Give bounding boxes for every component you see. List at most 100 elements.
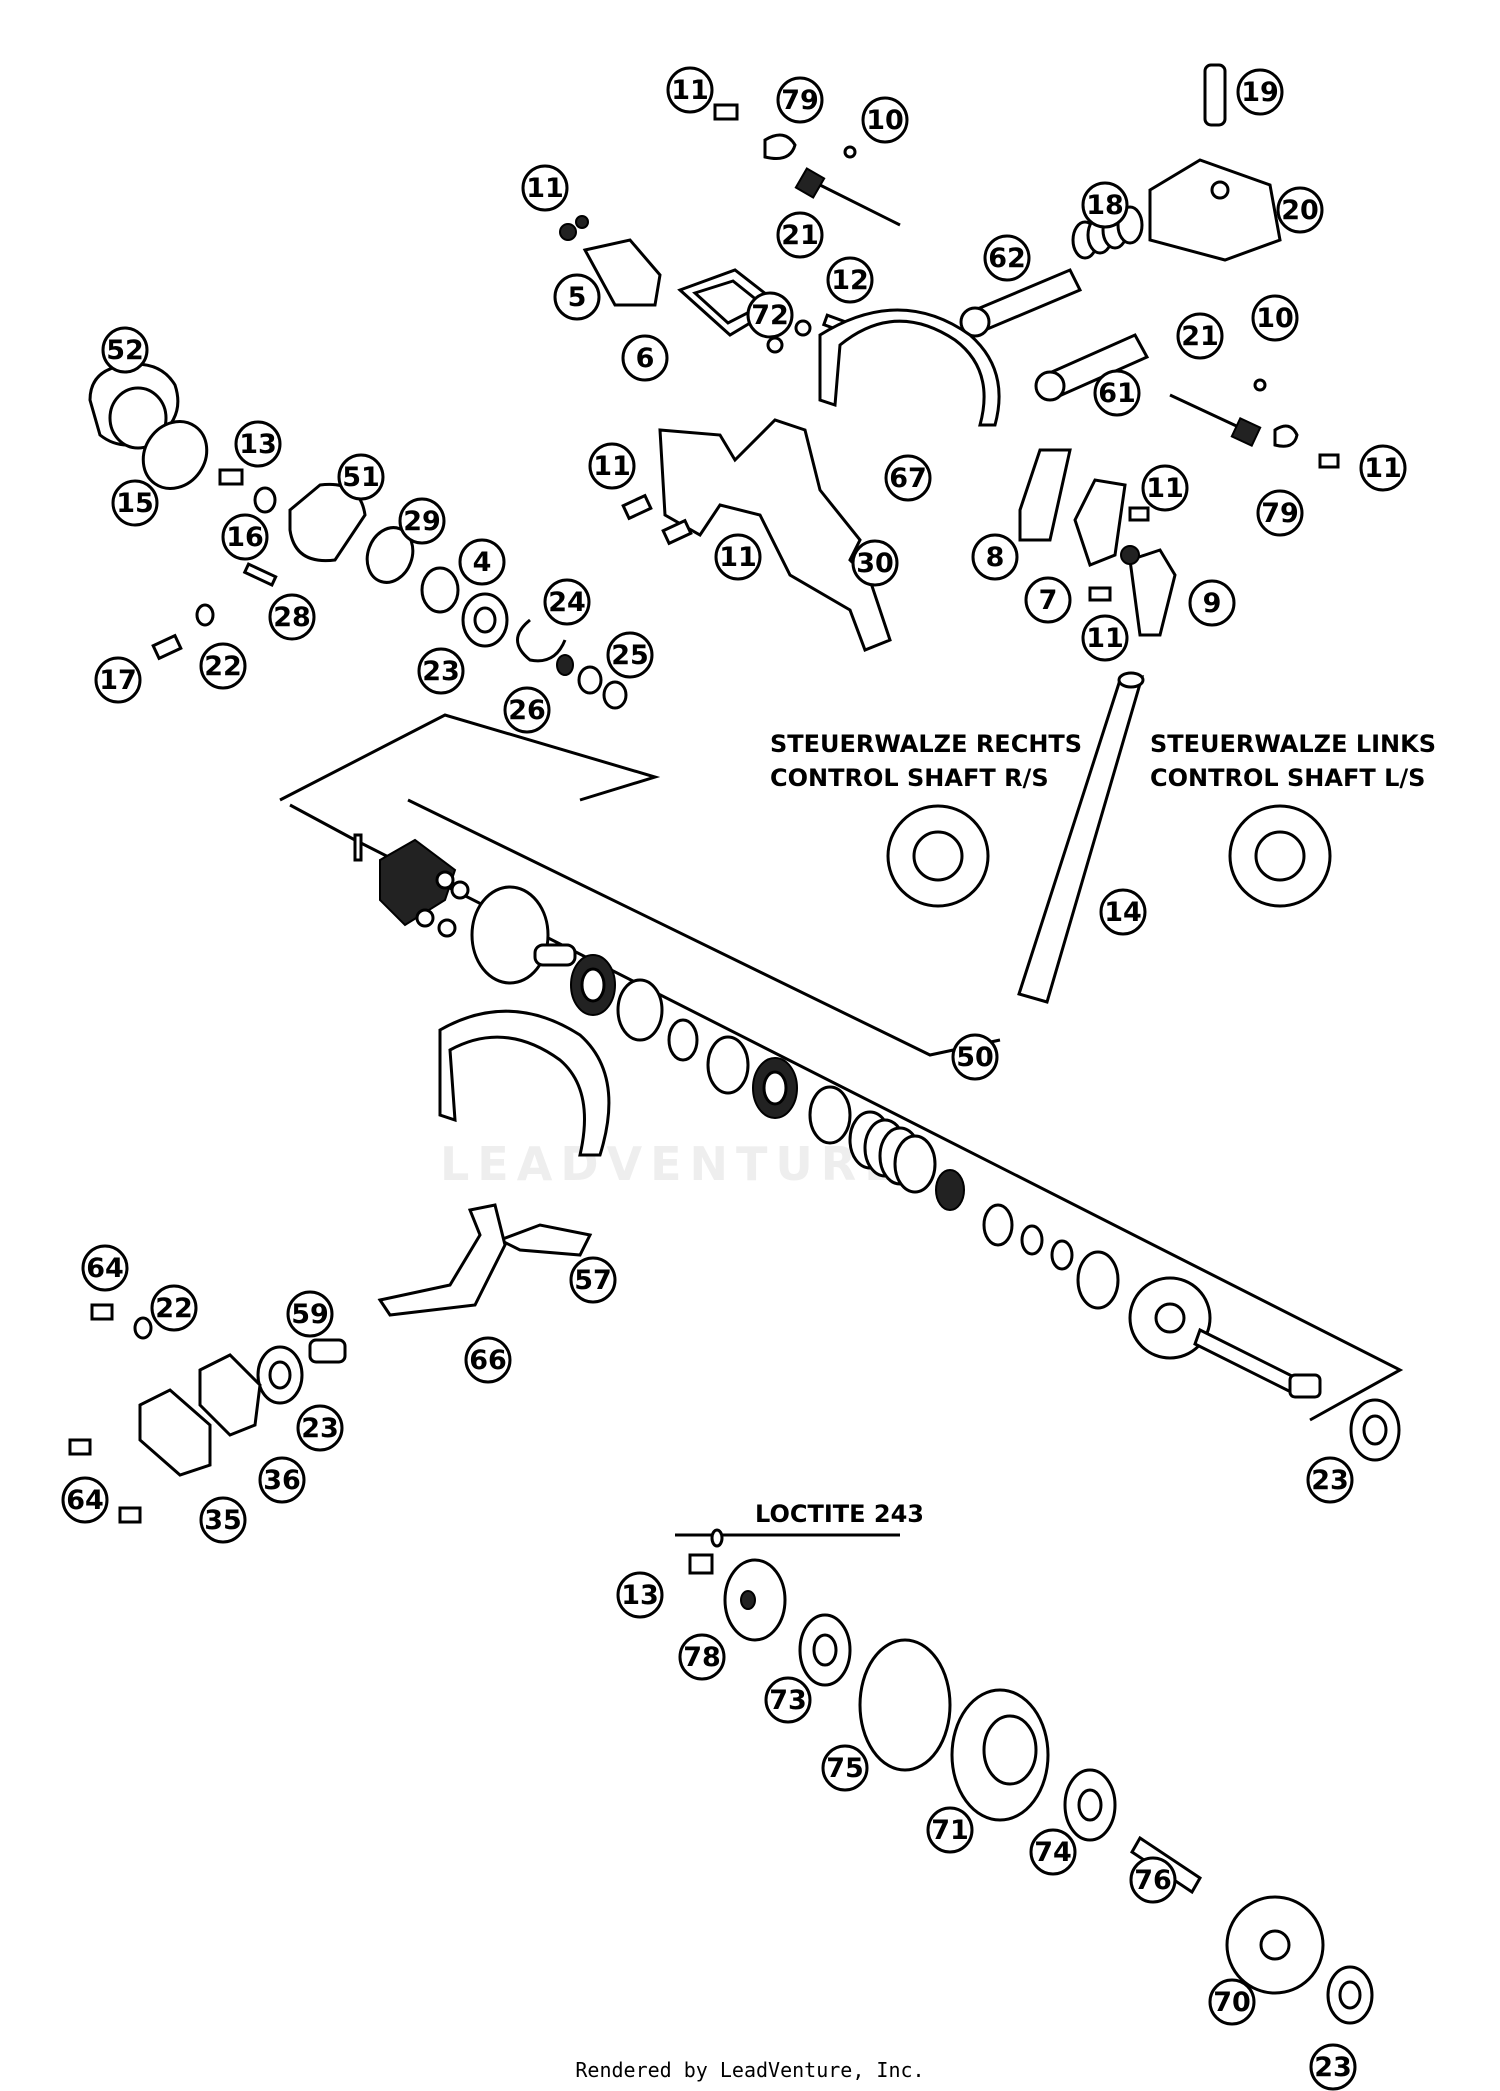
- callout-20: 20: [1276, 186, 1324, 234]
- control-gear-left: [1228, 804, 1332, 908]
- callout-5: 5: [553, 273, 601, 321]
- callout-number: 79: [1261, 498, 1299, 529]
- shift-block-20: [1148, 158, 1282, 262]
- callout-number: 15: [116, 488, 154, 519]
- callout-number: 64: [66, 1485, 104, 1516]
- callout-10: 10: [1251, 294, 1299, 342]
- callout-number: 13: [621, 1580, 659, 1611]
- callout-79: 79: [776, 76, 824, 124]
- callout-8: 8: [971, 533, 1019, 581]
- upper-parts: [559, 63, 1340, 652]
- callout-21: 21: [1176, 312, 1224, 360]
- callout-57: 57: [569, 1256, 617, 1304]
- callout-number: 4: [473, 547, 492, 578]
- callout-number: 64: [86, 1253, 124, 1284]
- callout-number: 14: [1104, 897, 1142, 928]
- callout-70: 70: [1208, 1978, 1256, 2026]
- callout-23: 23: [417, 647, 465, 695]
- callout-number: 30: [856, 548, 894, 579]
- callout-number: 73: [769, 1685, 807, 1716]
- callout-number: 24: [548, 587, 586, 618]
- callout-number: 74: [1034, 1837, 1072, 1868]
- bolt-11: [713, 103, 739, 121]
- callout-number: 71: [931, 1815, 969, 1846]
- callout-number: 72: [751, 300, 789, 331]
- callout-74: 74: [1029, 1828, 1077, 1876]
- callout-52: 52: [101, 326, 149, 374]
- callout-9: 9: [1188, 579, 1236, 627]
- gasket-8: [1018, 448, 1072, 542]
- callout-15: 15: [111, 479, 159, 527]
- lever-66: [377, 1203, 507, 1317]
- pump-group: LOCTITE 243: [688, 1500, 1374, 2025]
- callout-number: 11: [1364, 453, 1402, 484]
- callout-number: 11: [593, 451, 631, 482]
- label-control-right-de: STEUERWALZE RECHTS: [770, 730, 1082, 758]
- callout-24: 24: [543, 578, 591, 626]
- label-control-left-de: STEUERWALZE LINKS: [1150, 730, 1436, 758]
- callout-number: 23: [1311, 1465, 1349, 1496]
- callout-number: 23: [1314, 2052, 1352, 2083]
- gasket-36: [198, 1353, 262, 1437]
- callout-number: 62: [988, 243, 1026, 274]
- bolt-64: [90, 1303, 114, 1321]
- plate-7: [1073, 478, 1127, 567]
- callout-number: 70: [1213, 1987, 1251, 2018]
- lower-left-parts: [68, 1009, 1401, 1524]
- callout-number: 20: [1281, 195, 1319, 226]
- upper-left-parts: [88, 362, 628, 710]
- callout-62: 62: [983, 234, 1031, 282]
- callout-78: 78: [678, 1633, 726, 1681]
- ratchet-plate: [438, 1009, 611, 1157]
- shaft-57: [496, 1223, 593, 1257]
- callout-number: 11: [671, 75, 709, 106]
- callout-number: 25: [611, 640, 649, 671]
- plate-5: [582, 238, 662, 307]
- bolt-13-lower: [688, 1553, 714, 1575]
- callout-number: 12: [831, 265, 869, 296]
- footer-credit: Rendered by LeadVenture, Inc.: [575, 2058, 925, 2082]
- callout-number: 75: [826, 1753, 864, 1784]
- circlip-24: [516, 618, 567, 663]
- callout-number: 11: [526, 173, 564, 204]
- callout-23: 23: [1309, 2043, 1357, 2091]
- callout-11: 11: [714, 533, 762, 581]
- callout-number: 22: [204, 651, 242, 682]
- callout-21: 21: [776, 211, 824, 259]
- watermark: LEADVENTURE: [440, 1137, 904, 1191]
- lock-plate-79-right: [1273, 424, 1299, 448]
- callout-number: 10: [866, 105, 904, 136]
- callout-4: 4: [458, 538, 506, 586]
- callout-13: 13: [234, 420, 282, 468]
- callout-29: 29: [398, 497, 446, 545]
- callout-16: 16: [221, 513, 269, 561]
- callout-72: 72: [746, 291, 794, 339]
- callout-number: 21: [1181, 321, 1219, 352]
- callout-64: 64: [81, 1244, 129, 1292]
- callout-number: 23: [422, 656, 460, 687]
- rod-14: [1017, 675, 1145, 1004]
- callout-7: 7: [1024, 576, 1072, 624]
- callout-number: 5: [568, 282, 587, 313]
- spring: [848, 1110, 937, 1194]
- callout-number: 11: [1086, 623, 1124, 654]
- callout-30: 30: [851, 539, 899, 587]
- callout-75: 75: [821, 1744, 869, 1792]
- shift-plate-67: [818, 308, 1001, 427]
- label-control-right-en: CONTROL SHAFT R/S: [770, 764, 1049, 792]
- callout-number: 51: [342, 462, 380, 493]
- callout-64: 64: [61, 1476, 109, 1524]
- callout-23: 23: [1306, 1456, 1354, 1504]
- callout-number: 19: [1241, 77, 1279, 108]
- callout-35: 35: [199, 1496, 247, 1544]
- callout-13: 13: [616, 1571, 664, 1619]
- callout-number: 11: [1146, 473, 1184, 504]
- bushing-51: [288, 482, 367, 563]
- callout-25: 25: [606, 631, 654, 679]
- callout-number: 11: [719, 542, 757, 573]
- o-ring-15: [141, 420, 209, 490]
- callout-number: 17: [99, 665, 137, 696]
- callout-number: 67: [889, 463, 927, 494]
